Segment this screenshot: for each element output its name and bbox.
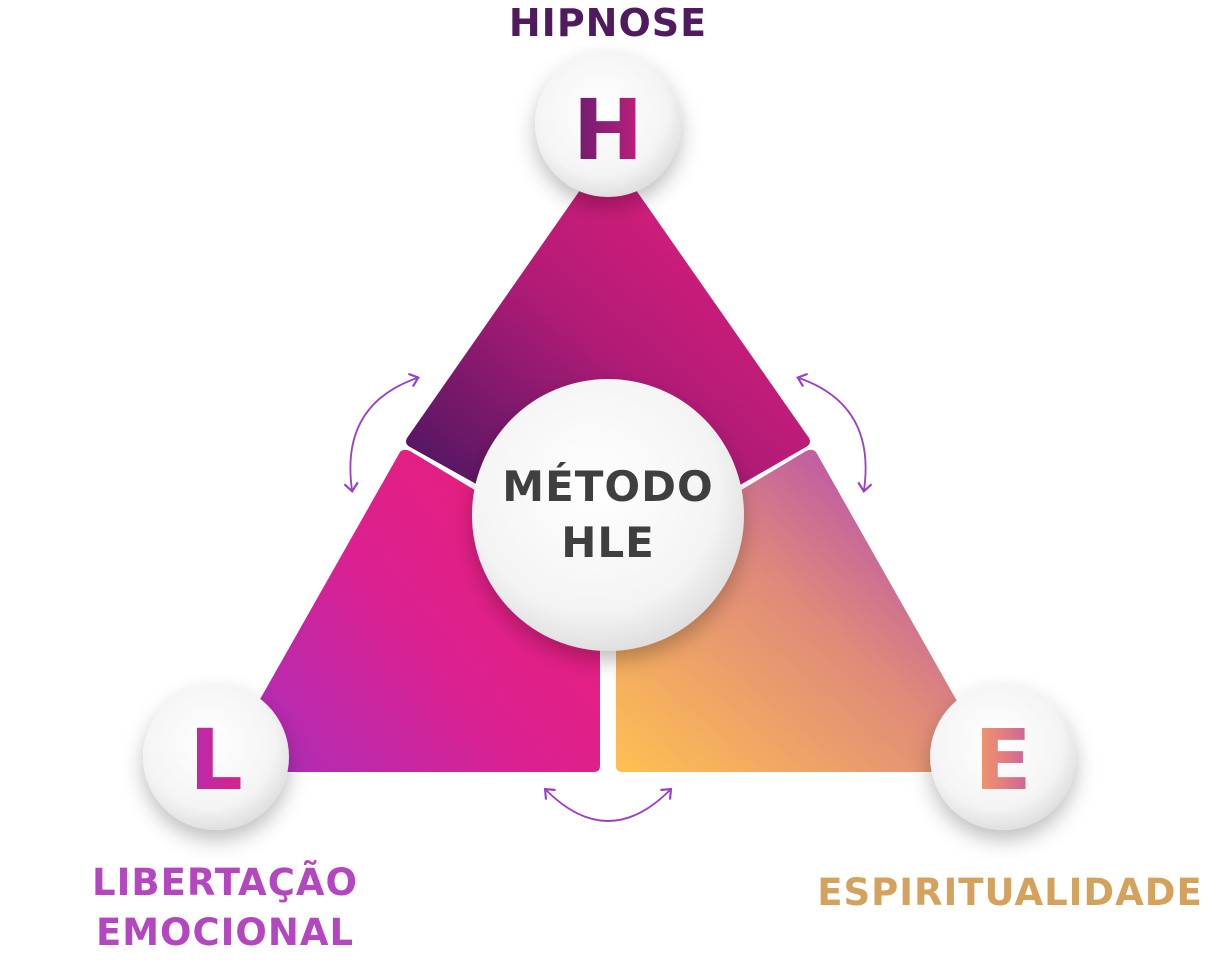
- label-libertacao-emocional: LIBERTAÇÃO EMOCIONAL: [60, 858, 390, 958]
- label-espiritualidade: ESPIRITUALIDADE: [817, 871, 1203, 914]
- center-circle: [472, 379, 744, 651]
- letter-e: E: [943, 718, 1063, 802]
- node-e-circle: [930, 684, 1076, 830]
- arrow-l-e: [543, 787, 673, 822]
- label-hipnose: HIPNOSE: [508, 1, 708, 45]
- center-line-2: HLE: [561, 518, 655, 567]
- label-l-line-1: LIBERTAÇÃO: [92, 861, 358, 904]
- segment-hipnose: [406, 150, 810, 485]
- arrow-h-e: [796, 372, 873, 494]
- center-line-1: MÉTODO: [502, 462, 714, 511]
- letter-l: L: [156, 718, 276, 802]
- node-l-circle: [143, 684, 289, 830]
- label-l-line-2: EMOCIONAL: [95, 911, 355, 954]
- arrow-h-l: [343, 372, 420, 494]
- center-title: MÉTODO HLE: [473, 380, 743, 650]
- letter-h: H: [548, 88, 668, 172]
- node-h-circle: [535, 51, 681, 197]
